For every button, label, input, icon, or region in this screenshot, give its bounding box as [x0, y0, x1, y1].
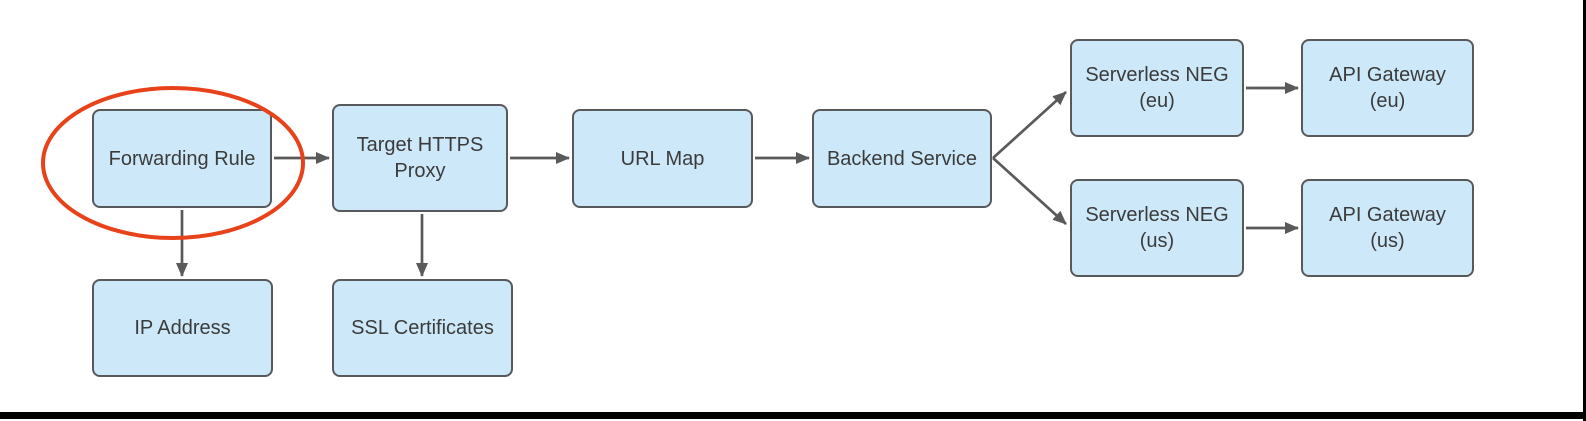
node-label-api-gateway-us: API Gateway (us) — [1329, 204, 1446, 252]
node-target-https-proxy: Target HTTPS Proxy — [332, 104, 508, 212]
node-label-api-gateway-eu: API Gateway (eu) — [1329, 64, 1446, 112]
node-forwarding-rule: Forwarding Rule — [92, 109, 272, 208]
node-label-target-https-proxy: Target HTTPS Proxy — [356, 134, 484, 182]
node-label-serverless-neg-eu: Serverless NEG (eu) — [1085, 64, 1229, 112]
node-label-ip-address: IP Address — [134, 317, 231, 339]
node-label-ssl-certificates: SSL Certificates — [351, 317, 494, 339]
node-serverless-neg-us: Serverless NEG (us) — [1070, 179, 1244, 277]
node-ssl-certificates: SSL Certificates — [332, 279, 513, 377]
edge-backend-service-to-serverless-neg-eu — [992, 90, 1067, 160]
node-backend-service: Backend Service — [812, 109, 992, 208]
node-label-url-map: URL Map — [620, 147, 705, 170]
node-api-gateway-eu: API Gateway (eu) — [1301, 39, 1474, 137]
node-label-serverless-neg-us: Serverless NEG (us) — [1085, 204, 1229, 252]
edge-backend-service-to-serverless-neg-us — [992, 156, 1067, 226]
frame-border-bottom — [0, 412, 1586, 419]
node-ip-address: IP Address — [92, 279, 273, 377]
node-url-map: URL Map — [572, 109, 753, 208]
node-api-gateway-us: API Gateway (us) — [1301, 179, 1474, 277]
node-serverless-neg-eu: Serverless NEG (eu) — [1070, 39, 1244, 137]
node-label-backend-service: Backend Service — [826, 147, 978, 170]
node-label-forwarding-rule: Forwarding Rule — [108, 147, 256, 170]
frame-border-right — [1583, 0, 1586, 421]
